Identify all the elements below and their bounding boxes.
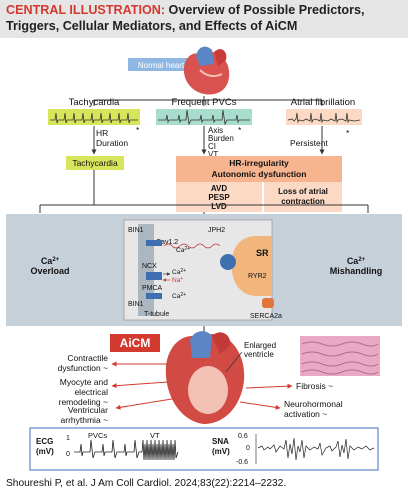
citation: Shoureshi P, et al. J Am Coll Cardiol. 2… [6,478,287,489]
cav-label: Cav1.2 [156,239,178,246]
effect-arrhythmia-2: arrhythmia ~ [61,415,109,425]
aicm-label: AiCM [120,336,151,350]
ecg-label: ECG [36,437,53,446]
col-title-pvcs: Frequent PVCs [172,97,237,108]
effect-fibrosis: Fibrosis ~ [296,381,333,391]
tachycardia-outcome: Tachycardia [72,158,118,168]
hr-irregularity-box [176,156,342,182]
histology-image [300,336,380,376]
ryr2-label: RYR2 [248,273,267,280]
pmca-label: PMCA [142,285,163,292]
atrial-contraction-box [264,182,342,212]
ncx-label: NCX [142,263,157,270]
bin1-bottom: BIN1 [128,301,144,308]
ecg-trace [74,439,179,461]
header-band [0,0,408,38]
ca-ncx: Ca2+ [172,268,186,276]
ca-mishandling-label: Ca2+Mishandling [330,256,383,276]
avd-box [176,182,262,212]
enlarged-pointer [225,351,243,373]
effect-contractile-2: dysfunction ~ [58,363,108,373]
effect-arrhythmia-1: Ventricular [68,405,108,415]
sna-tick-zero: 0 [246,445,250,452]
jph2-tether [163,243,221,249]
serca-label: SERCA2a [250,313,282,320]
bin1-top: BIN1 [128,227,144,234]
asterisk-af: * [346,128,350,138]
loss-atrial-label: Loss of atrial [278,187,328,196]
ryr2-receptor [220,254,236,270]
enlarged-label: Enlarged [244,341,276,350]
autonomic-dysfunction: Autonomic dysfunction [212,169,307,179]
factor-persistent: Persistent [290,138,328,148]
aicm-heart-image [165,331,245,424]
sna-label: SNA [212,437,229,446]
ecg-strip-af [286,109,362,125]
ecg-unit: (mV) [36,447,54,456]
ecg-tick-0: 0 [66,451,70,458]
ecg-strip-tachycardia [48,109,140,125]
cav-channel [146,240,162,246]
signal-panel [29,427,379,471]
jph2-label: JPH2 [208,227,225,234]
effect-myocyte-2: electrical [74,387,108,397]
normal-heart-image [183,46,230,95]
col-title-af: Atrial fibrillation [291,97,355,108]
asterisk-tachycardia: * [136,125,140,135]
sna-tick-neg: -0.6 [236,459,248,466]
title-rest: Overview of Possible Predictors, Trigger… [6,3,365,33]
normal-heart-label: Normal heart [138,61,185,70]
avd-label: AVD [211,184,228,193]
sna-tick-pos: 0.6 [238,433,248,440]
serca-pump [262,298,274,308]
na-ncx: Na+ [172,276,183,284]
effect-contractile-1: Contractile [67,353,108,363]
factor-axis: Axis [208,126,223,135]
effect-myocyte-1: Myocyte and [60,377,108,387]
ventricle-label: ventricle [244,350,274,359]
effect-neurohormonal-1: Neurohormonal [284,399,343,409]
ca-overload-label: Ca2+Overload [30,256,69,276]
hr-irregularity: HR-irregularity [229,158,289,168]
title-lead: CENTRAL ILLUSTRATION: [6,3,166,17]
effect-neurohormonal-2: activation ~ [284,409,327,419]
sr-label: SR [256,248,269,258]
factor-burden: Burden [208,134,234,143]
factor-vt: VT [208,150,218,159]
pmca-pump [146,293,162,299]
sna-trace [257,437,375,461]
lvd-label: LVD [211,202,227,211]
ecg-tick-1: 1 [66,435,70,442]
effect-myocyte-3: remodeling ~ [59,397,108,407]
sr-body [232,236,272,296]
figure-title: CENTRAL ILLUSTRATION: Overview of Possib… [6,2,402,34]
pesp-label: PESP [208,193,230,202]
factor-duration: Duration [96,138,128,148]
aicm-badge [110,334,160,352]
factor-hr: HR [96,128,108,138]
sna-unit: (mV) [212,447,230,456]
ca-pmca: Ca2+ [172,292,186,300]
col-title-tachycardia: Tachycardia [69,97,120,108]
tachycardia-outcome-box [66,156,124,170]
ttubule-label: T-tubule [144,311,169,318]
asterisk-pvcs: * [238,125,242,135]
factor-ci: CI [208,142,216,151]
ca-cav: Ca2+ [176,246,190,254]
normal-heart-label-box [128,58,194,71]
contraction-label: contraction [281,197,325,206]
ncx-exchanger [146,272,162,280]
vt-tag: VT [150,431,160,440]
pvcs-tag: PVCs [88,431,107,440]
